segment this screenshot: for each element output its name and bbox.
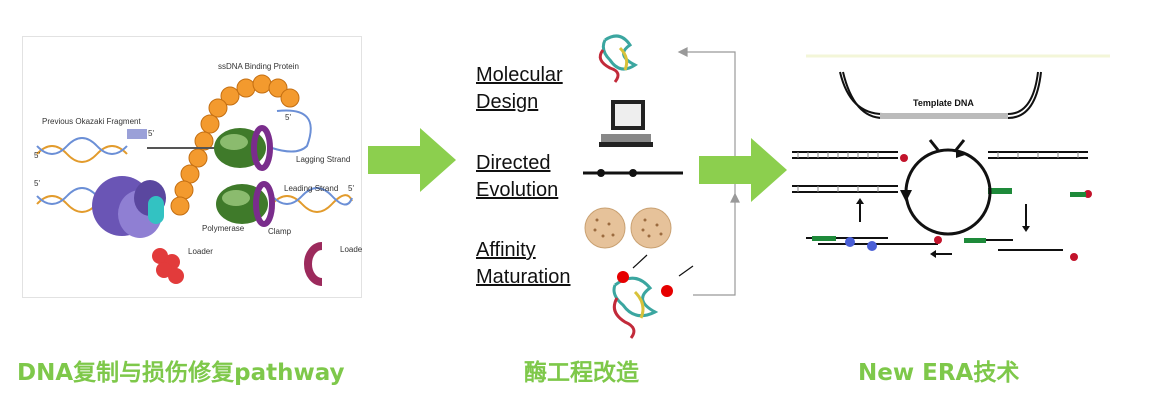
step-affinity-maturation: Affinity Maturation	[476, 239, 571, 288]
dna-duplexes	[792, 151, 1088, 251]
helicase	[92, 176, 166, 238]
leading-strand	[36, 187, 353, 213]
polymerase-leading	[216, 181, 275, 227]
template-dna-label: Template DNA	[913, 98, 974, 108]
label-okazaki: Previous Okazaki Fragment	[42, 117, 141, 126]
label-5prime-c: 5'	[34, 179, 40, 188]
protein-structure-icon	[598, 34, 638, 83]
label-clamp: Clamp	[268, 227, 292, 236]
label-5prime-b: 5'	[34, 151, 40, 160]
ssdna-binding-protein-chain	[170, 74, 300, 216]
caption-dna-replication: DNA复制与损伤修复pathway	[17, 360, 345, 386]
caption-new-era: New ERA技术	[858, 360, 1020, 386]
arrow-right-icon	[368, 128, 456, 192]
step-directed-evolution: Directed Evolution	[476, 152, 559, 201]
label-lagging-strand: Lagging Strand	[296, 155, 350, 164]
okazaki-fragment-strand	[36, 129, 227, 163]
primer-segments	[812, 188, 1086, 251]
dna-replication-figure: ssDNA Binding Protein Previous Okazaki F…	[22, 36, 365, 298]
petri-dish-icon	[584, 207, 672, 249]
caption-enzyme-engineering: 酶工程改造	[524, 360, 639, 386]
amplification-cycle	[856, 139, 1030, 258]
label-5prime-d: 5'	[285, 113, 291, 122]
dna-rungs	[797, 152, 1079, 192]
label-5prime-e: 5'	[348, 184, 354, 193]
era-figure: Template DNA	[788, 54, 1110, 284]
label-ssdna-binding-protein: ssDNA Binding Protein	[218, 62, 299, 71]
polymerase-lagging	[214, 125, 273, 171]
arrow-right-icon	[699, 138, 787, 202]
label-leading-strand: Leading Strand	[284, 184, 338, 193]
clamp-loader-red	[152, 248, 184, 284]
enzyme-engineering-graphics	[583, 34, 740, 339]
label-polymerase: Polymerase	[202, 224, 245, 233]
evolution-timeline	[583, 169, 683, 177]
lagging-strand-loop	[271, 109, 312, 153]
computer-icon	[599, 100, 653, 147]
label-loader-b: Loader	[340, 245, 362, 254]
label-5prime-a: 5'	[148, 129, 154, 138]
clamp-loader-purple	[304, 242, 323, 286]
step-molecular-design: Molecular Design	[476, 64, 563, 113]
protein-structure-icon	[612, 276, 659, 339]
label-loader-a: Loader	[188, 247, 213, 256]
